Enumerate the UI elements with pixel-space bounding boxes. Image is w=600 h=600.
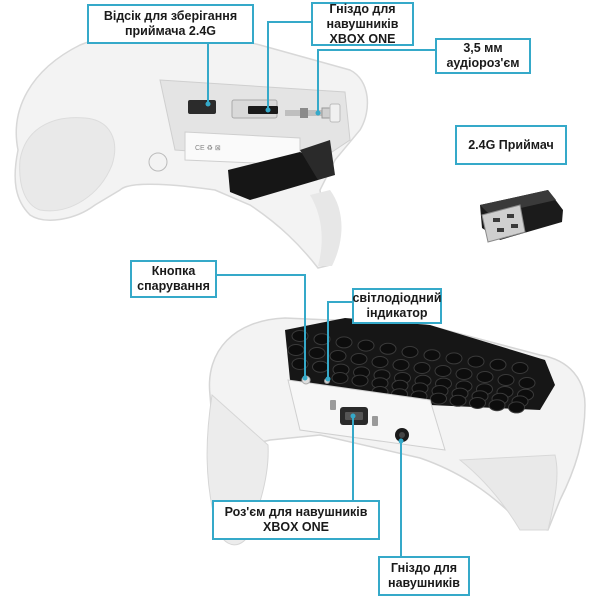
key [489, 358, 507, 371]
key [413, 362, 431, 374]
callout-text: навушників [388, 576, 460, 590]
callout-pair-button: Кнопка спарування [130, 260, 217, 298]
key [329, 350, 347, 362]
callout-text: XBOX ONE [263, 520, 329, 534]
key [351, 374, 369, 387]
receiver-dongle [480, 190, 563, 243]
callout-text: 2.4G Приймач [468, 137, 554, 152]
key [476, 371, 494, 383]
ce-mark: CE ♻ ⊠ [195, 145, 221, 152]
key [469, 397, 486, 409]
callout-text: індикатор [366, 306, 428, 320]
recycle-icon [148, 152, 168, 172]
callout-text: приймача 2.4G [124, 24, 217, 38]
key [467, 355, 485, 368]
key [371, 356, 389, 368]
xbox-port [248, 106, 278, 114]
callout-dots [205, 101, 404, 444]
callout-text: Гніздо для [390, 561, 458, 575]
keyboard-keys [287, 330, 536, 414]
key [430, 392, 447, 405]
callout-text: 3,5 мм [463, 41, 503, 55]
key [350, 353, 368, 365]
callout-text: Кнопка [151, 264, 196, 278]
callout-xbox-connector: Роз'єм для навушників XBOX ONE [212, 500, 380, 540]
key [488, 399, 506, 412]
callout-xbox-jack-top: Гніздо для навушників XBOX ONE [311, 2, 414, 46]
callout-audio-35: 3,5 мм аудіороз'єм [435, 38, 531, 74]
key [508, 401, 525, 414]
callout-led: світлодіодний індикатор [352, 288, 442, 324]
key [511, 362, 529, 374]
key [455, 368, 473, 380]
key [445, 352, 463, 365]
key [313, 333, 331, 346]
key [401, 346, 419, 358]
callout-text: навушників [326, 16, 399, 31]
callout-text: Роз'єм для навушників [224, 505, 368, 519]
key [497, 374, 515, 386]
key [331, 372, 349, 384]
receiver-slot [188, 100, 216, 114]
key [312, 360, 329, 373]
key [518, 377, 536, 389]
callout-text: аудіороз'єм [446, 56, 520, 70]
callout-text: XBOX ONE [329, 31, 396, 46]
callout-text: Відсік для зберігання [103, 9, 238, 23]
key [379, 342, 397, 355]
key [308, 347, 326, 359]
callout-receiver: 2.4G Приймач [455, 125, 567, 165]
callout-receiver-storage: Відсік для зберігання приймача 2.4G [87, 4, 254, 44]
callout-lines [207, 21, 435, 556]
key [434, 365, 452, 377]
key [423, 349, 441, 362]
key [357, 339, 375, 352]
device-rear-view: CE ♻ ⊠ [14, 31, 369, 269]
callout-text: Гніздо для [329, 1, 396, 16]
key [335, 336, 353, 349]
callout-text: світлодіодний [352, 291, 442, 305]
callout-headphone-jack: Гніздо для навушників [378, 556, 470, 596]
key [287, 344, 305, 356]
callout-text: спарування [137, 279, 210, 293]
key [392, 359, 410, 371]
key [449, 394, 467, 407]
